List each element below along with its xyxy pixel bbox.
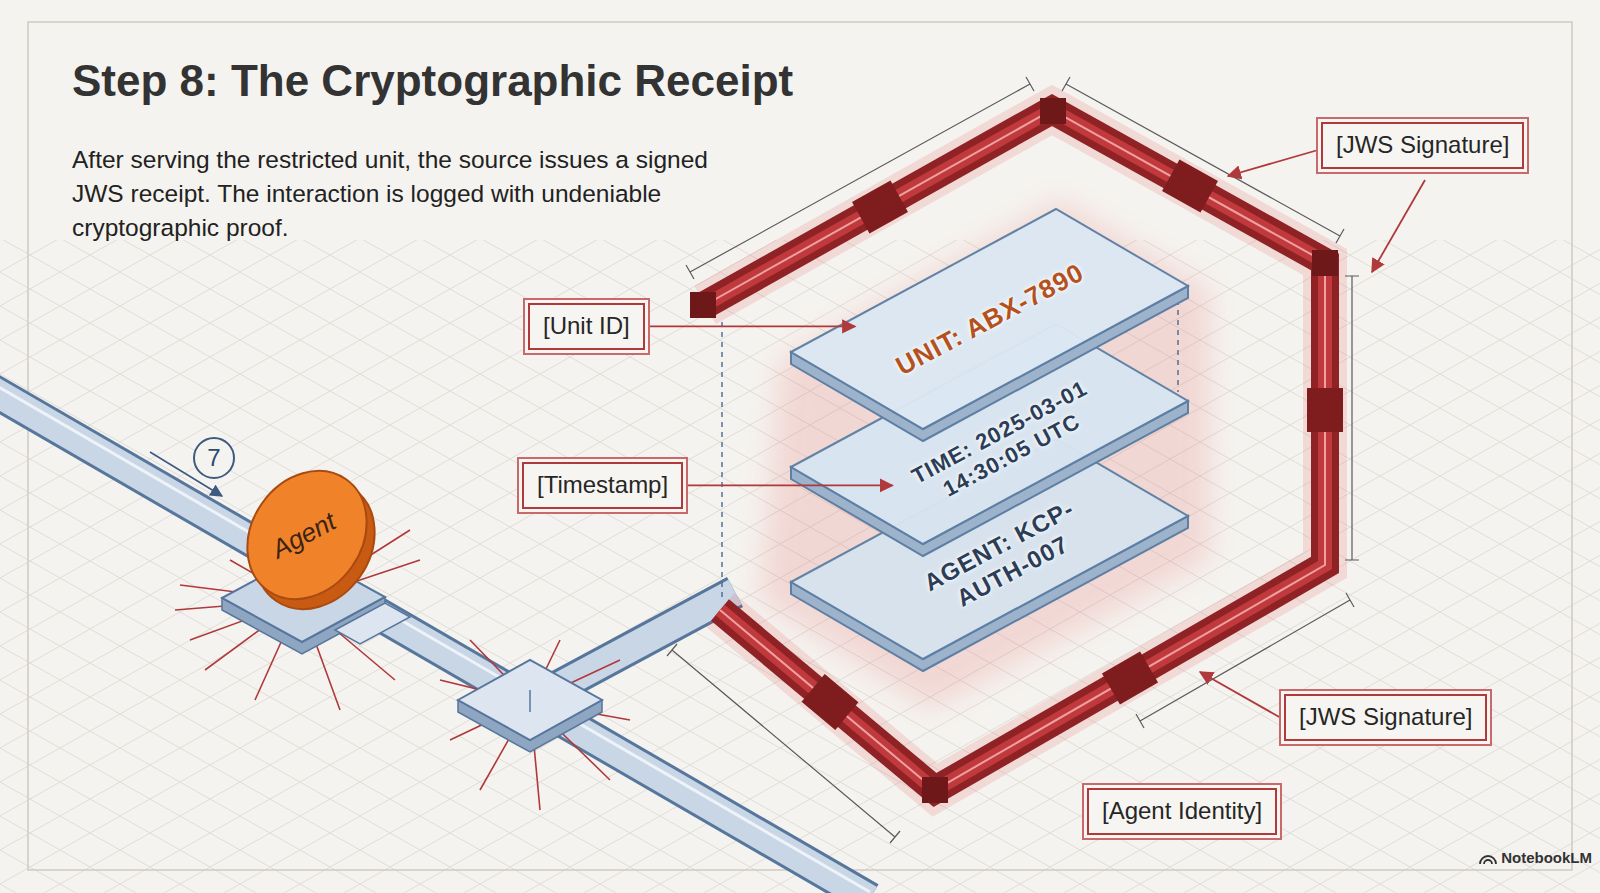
signature-frame bbox=[690, 98, 1343, 803]
tag-text: [Timestamp] bbox=[537, 471, 668, 500]
receipt-panel: UNIT: ABX-7890 bbox=[859, 240, 1121, 399]
callout-tag: [Timestamp] bbox=[522, 462, 683, 509]
receipt-panel: TIME: 2025-03-01 14:30:05 UTC bbox=[896, 369, 1115, 519]
dimension-lines bbox=[667, 77, 1359, 843]
tag-text: [JWS Signature] bbox=[1336, 131, 1509, 160]
junction-plate bbox=[458, 660, 602, 752]
tag-text: [Agent Identity] bbox=[1102, 797, 1262, 826]
receipt-slabs bbox=[791, 209, 1188, 671]
tag-text: [JWS Signature] bbox=[1299, 703, 1472, 732]
leader-arrow bbox=[687, 484, 892, 486]
callout-number: 7 bbox=[194, 438, 234, 478]
burst bbox=[175, 530, 630, 810]
leader-arrow bbox=[649, 325, 855, 327]
brand-icon bbox=[1480, 856, 1496, 864]
callout-tag: [JWS Signature] bbox=[1321, 122, 1524, 169]
callout-tag: [Unit ID] bbox=[528, 303, 645, 350]
tag-text: [Unit ID] bbox=[543, 312, 630, 341]
leader-lines bbox=[1200, 150, 1425, 718]
panel-text: AGENT: KCP-AUTH-007 bbox=[900, 484, 1112, 633]
page-border bbox=[28, 22, 1572, 870]
receipt-panel: AGENT: KCP-AUTH-007 bbox=[900, 484, 1112, 633]
callout-tag: [JWS Signature] bbox=[1284, 694, 1487, 741]
callout-tag: [Agent Identity] bbox=[1087, 788, 1277, 835]
watermark: NotebookLM bbox=[1501, 849, 1592, 866]
agent-disc: Agent bbox=[232, 465, 382, 615]
title: Step 8: The Cryptographic Receipt bbox=[72, 56, 793, 106]
panel-text: TIME: 2025-03-01 14:30:05 UTC bbox=[896, 369, 1115, 519]
red-glow bbox=[760, 200, 1210, 710]
callout-circle bbox=[194, 438, 234, 478]
panel-text: UNIT: ABX-7890 bbox=[859, 240, 1121, 399]
caption: After serving the restricted unit, the s… bbox=[72, 143, 742, 245]
